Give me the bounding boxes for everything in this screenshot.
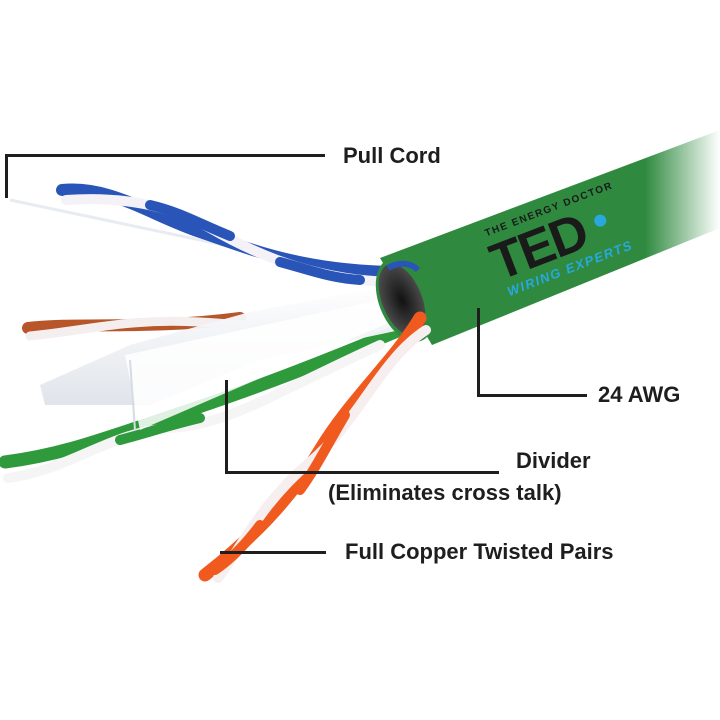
awg-leader-v	[477, 308, 480, 397]
label-pull-cord: Pull Cord	[343, 143, 441, 168]
brand-accent-dot	[594, 214, 607, 227]
pull-cord-leader-v	[5, 154, 8, 198]
orange-twisted-pair	[198, 311, 431, 583]
divider-leader-v	[225, 380, 228, 474]
awg-leader-h	[477, 394, 587, 397]
label-divider-note: (Eliminates cross talk)	[328, 480, 562, 505]
divider-spline	[40, 285, 410, 431]
pull-cord-leader-h	[5, 154, 325, 157]
blue-twisted-pair	[56, 183, 397, 287]
pairs-leader-h	[220, 551, 326, 554]
cable-jacket	[375, 130, 720, 345]
label-divider: Divider	[516, 448, 591, 473]
label-twisted-pairs: Full Copper Twisted Pairs	[345, 539, 614, 564]
label-24-awg: 24 AWG	[598, 382, 681, 407]
divider-leader-h	[225, 471, 499, 474]
